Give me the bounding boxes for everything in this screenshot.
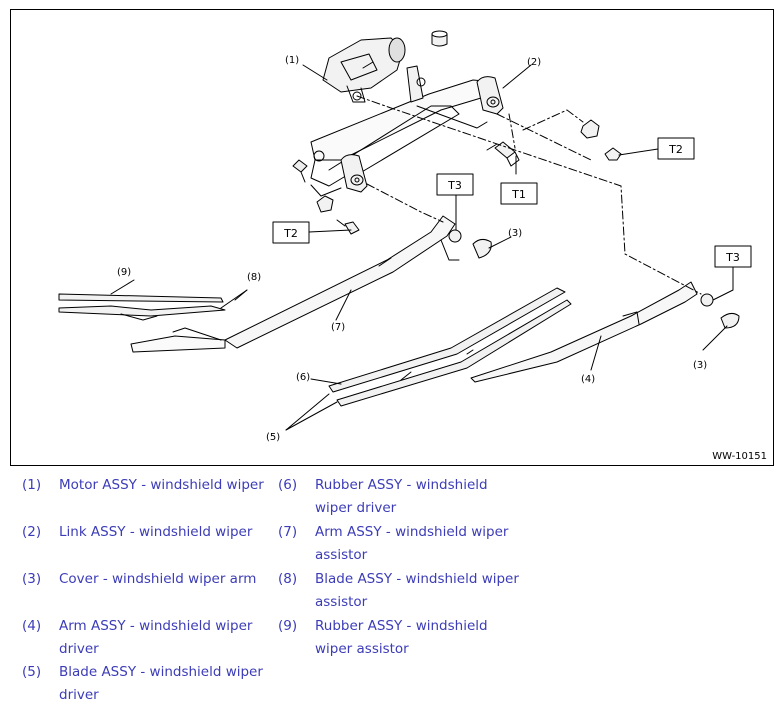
callout-6: (6): [296, 372, 310, 383]
callout-4: (4): [581, 374, 595, 385]
legend-number: (5): [22, 664, 42, 680]
callout-2: (2): [527, 57, 541, 68]
legend-number: (1): [22, 477, 42, 493]
legend-number: (4): [22, 618, 42, 634]
torque-label-t3-left: T3: [447, 179, 462, 192]
t1-box: [500, 182, 538, 205]
legend-text: Cover - windshield wiper arm: [59, 571, 257, 587]
torque-label-t2-right: T2: [668, 143, 683, 156]
legend-number: (9): [278, 618, 298, 634]
callout-8: (8): [247, 272, 261, 283]
leader-lines: [110, 64, 734, 431]
callout-9: (9): [117, 267, 131, 278]
diagram-drawing: T3 T1 T2 T2 T3 (1) (2) (3) (3) (4) (5) (…: [58, 30, 752, 443]
nut-t3-left: [448, 229, 462, 243]
legend-text: Link ASSY - windshield wiper: [59, 524, 253, 540]
wiper-link-frame: [292, 65, 504, 197]
driver-arm: [470, 281, 698, 383]
assembly-lines: [356, 95, 702, 295]
t2-box-left: [272, 221, 310, 244]
torque-label-t1: T1: [511, 188, 526, 201]
motor-cap: [431, 30, 448, 47]
arm-cover-left: [472, 238, 492, 259]
torque-boxes: [272, 137, 752, 268]
callout-3-right: (3): [693, 360, 707, 371]
bolt-t1: [486, 141, 520, 167]
parts-legend: (1) Motor ASSY - windshield wiper (2) Li…: [22, 474, 582, 709]
wiper-motor: [322, 37, 406, 103]
t3-box-right: [714, 245, 752, 268]
legend-text: Rubber ASSY - windshield wiper assistor: [315, 618, 488, 657]
nut-t3-right: [700, 293, 714, 307]
legend-number: (2): [22, 524, 42, 540]
legend-text: Arm ASSY - windshield wiper driver: [59, 618, 253, 657]
t2-box-right: [657, 137, 695, 160]
assistor-blade: [58, 293, 226, 321]
legend-number: (7): [278, 524, 298, 540]
legend-number: (6): [278, 477, 298, 493]
callout-1: (1): [285, 55, 299, 66]
legend-number: (3): [22, 571, 42, 587]
figure-code: WW-10151: [712, 451, 767, 462]
legend-text: Motor ASSY - windshield wiper: [59, 477, 264, 493]
callout-7: (7): [331, 322, 345, 333]
legend-text: Blade ASSY - windshield wiper assistor: [315, 571, 519, 610]
driver-blade: [328, 287, 572, 407]
arm-cover-right: [720, 312, 740, 329]
legend-number: (8): [278, 571, 298, 587]
legend-text: Rubber ASSY - windshield wiper driver: [315, 477, 488, 516]
assistor-arm: [130, 215, 460, 353]
callout-5: (5): [266, 432, 280, 443]
callout-3-left: (3): [508, 228, 522, 239]
torque-label-t3-right: T3: [725, 251, 740, 264]
nut-left: [316, 195, 360, 235]
nut-right-top: [580, 119, 622, 161]
legend-text: Arm ASSY - windshield wiper assistor: [315, 524, 509, 563]
exploded-diagram: T3 T1 T2 T2 T3 (1) (2) (3) (3) (4) (5) (…: [10, 9, 774, 466]
legend-text: Blade ASSY - windshield wiper driver: [59, 664, 263, 703]
torque-label-t2-left: T2: [283, 227, 298, 240]
t3-box-left: [436, 173, 474, 196]
